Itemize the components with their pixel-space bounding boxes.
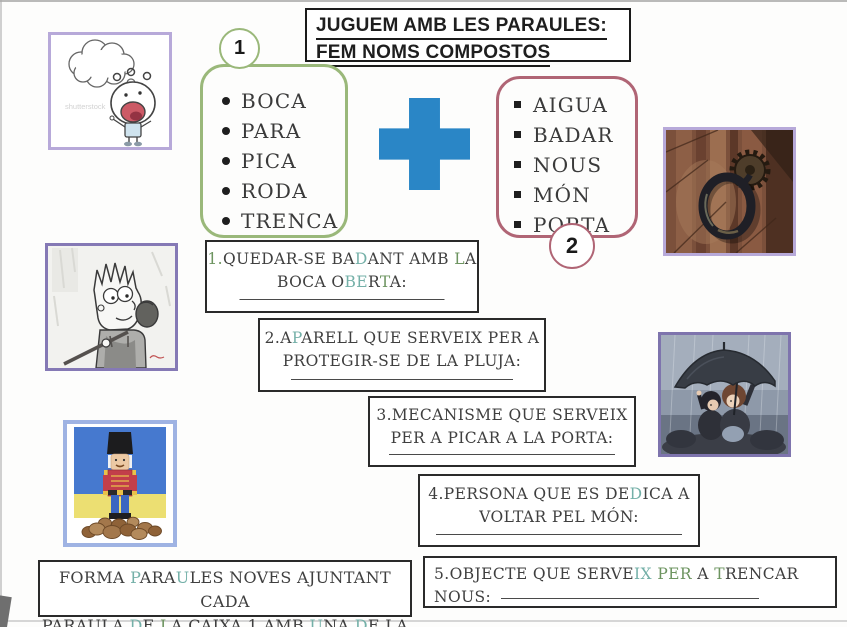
word-item: PARA [215, 116, 345, 146]
group2-number: 2 [565, 233, 579, 258]
bart-simpson-drawing [48, 246, 175, 368]
word-item: AIGUA [507, 90, 635, 120]
word-item: RODA [215, 176, 345, 206]
open-mouth-boy-image: shutterstock [48, 32, 172, 150]
worksheet-title-box: JUGUEM AMB LES PARAULES: FEM NOMS COMPOS… [305, 8, 631, 67]
question-3-answer-line [389, 454, 615, 455]
nutcracker-drawing [67, 424, 173, 543]
group1-number: 1 [233, 37, 246, 59]
question-4-answer-line [436, 534, 682, 535]
plus-cross-icon [379, 98, 470, 190]
word-list-1-items: BOCA PARA PICA RODA TRENCA [203, 67, 345, 236]
word-item: NOUS [507, 150, 635, 180]
question-5-box: 5.OBJECTE QUE SERVEIX PER A TRENCAR NOUS… [423, 556, 837, 608]
door-knocker-image [663, 127, 796, 256]
word-item: BADAR [507, 120, 635, 150]
word-item: MÓN [507, 180, 635, 210]
open-mouth-boy-drawing: shutterstock [65, 39, 156, 147]
worksheet-title-line2: FEM NOMS COMPOSTOS [316, 40, 629, 67]
scan-edge-top [0, 0, 847, 2]
question-2-answer-line [291, 379, 513, 380]
umbrella-kids-image [658, 332, 791, 457]
artist-signature-mark [149, 355, 165, 359]
nutcracker-image [63, 420, 177, 547]
watermark-text: shutterstock [65, 102, 106, 111]
question-5-text: 5.OBJECTE QUE SERVEIX PER A TRENCAR NOUS… [434, 565, 799, 606]
word-item: BOCA [215, 86, 345, 116]
group1-number-badge: 1 [219, 28, 260, 69]
word-list-2-items: AIGUA BADAR NOUS MÓN PORTA [499, 79, 635, 240]
scan-smudge-corner [0, 595, 12, 627]
word-item: TRENCA [215, 206, 345, 236]
scan-edge-left [0, 0, 2, 627]
word-item: PICA [215, 146, 345, 176]
question-5-answer-line [501, 598, 759, 599]
door-knocker-photo [666, 130, 793, 253]
worksheet-title-line1: JUGUEM AMB LES PARAULES: [316, 13, 629, 40]
word-list-2: AIGUA BADAR NOUS MÓN PORTA [496, 76, 638, 238]
bart-simpson-image [45, 243, 178, 371]
umbrella-kids-drawing [661, 335, 788, 454]
question-1-answer-line [239, 299, 445, 300]
group2-number-badge: 2 [549, 223, 595, 269]
scan-edge-bottom [0, 620, 847, 622]
word-list-1: BOCA PARA PICA RODA TRENCA [200, 64, 348, 238]
